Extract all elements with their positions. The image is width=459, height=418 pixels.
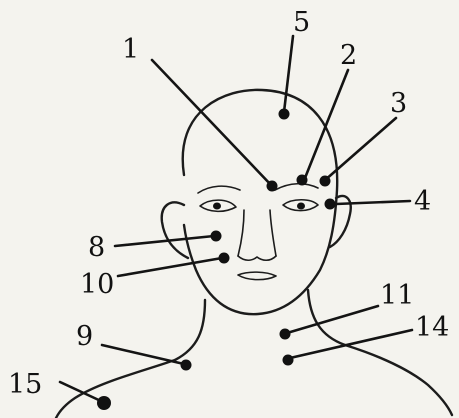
point-5: [279, 109, 290, 120]
leader-5: [284, 36, 293, 112]
leader-lines: [60, 36, 412, 402]
head-figure: [56, 90, 452, 418]
leader-15: [60, 382, 103, 402]
point-3: [320, 176, 331, 187]
leader-14: [290, 330, 412, 358]
label-15: 15: [8, 369, 42, 400]
label-2: 2: [340, 40, 357, 71]
label-5: 5: [293, 7, 310, 38]
leader-4: [336, 201, 410, 204]
leader-9: [102, 345, 184, 364]
label-4: 4: [414, 186, 431, 217]
label-8: 8: [88, 232, 105, 263]
label-1: 1: [122, 34, 139, 65]
point-1: [267, 181, 278, 192]
mouth: [238, 272, 276, 280]
point-2: [297, 175, 308, 186]
label-10: 10: [80, 269, 114, 300]
point-11: [280, 329, 291, 340]
point-labels: 1 2 3 4 5 8 9 10 11 14 15: [8, 7, 449, 400]
nose-bridge-left: [238, 210, 244, 256]
nose-bridge-right: [270, 210, 276, 256]
neck-left: [175, 300, 205, 360]
point-14: [283, 355, 294, 366]
point-9: [181, 360, 192, 371]
left-pupil: [213, 203, 221, 210]
nose-base: [238, 256, 276, 260]
label-3: 3: [390, 88, 407, 119]
right-shoulder: [345, 345, 452, 415]
point-15: [97, 396, 111, 410]
point-8: [211, 231, 222, 242]
left-eyebrow: [198, 186, 240, 193]
leader-10: [118, 258, 222, 276]
point-4: [325, 199, 336, 210]
right-eyebrow: [275, 184, 318, 190]
label-11: 11: [380, 280, 414, 311]
leader-1: [152, 60, 272, 186]
label-9: 9: [76, 321, 93, 352]
leader-11: [287, 306, 378, 333]
label-14: 14: [415, 312, 449, 343]
point-10: [219, 253, 230, 264]
right-pupil: [297, 203, 305, 210]
leader-8: [115, 236, 214, 246]
leader-2: [305, 70, 348, 178]
